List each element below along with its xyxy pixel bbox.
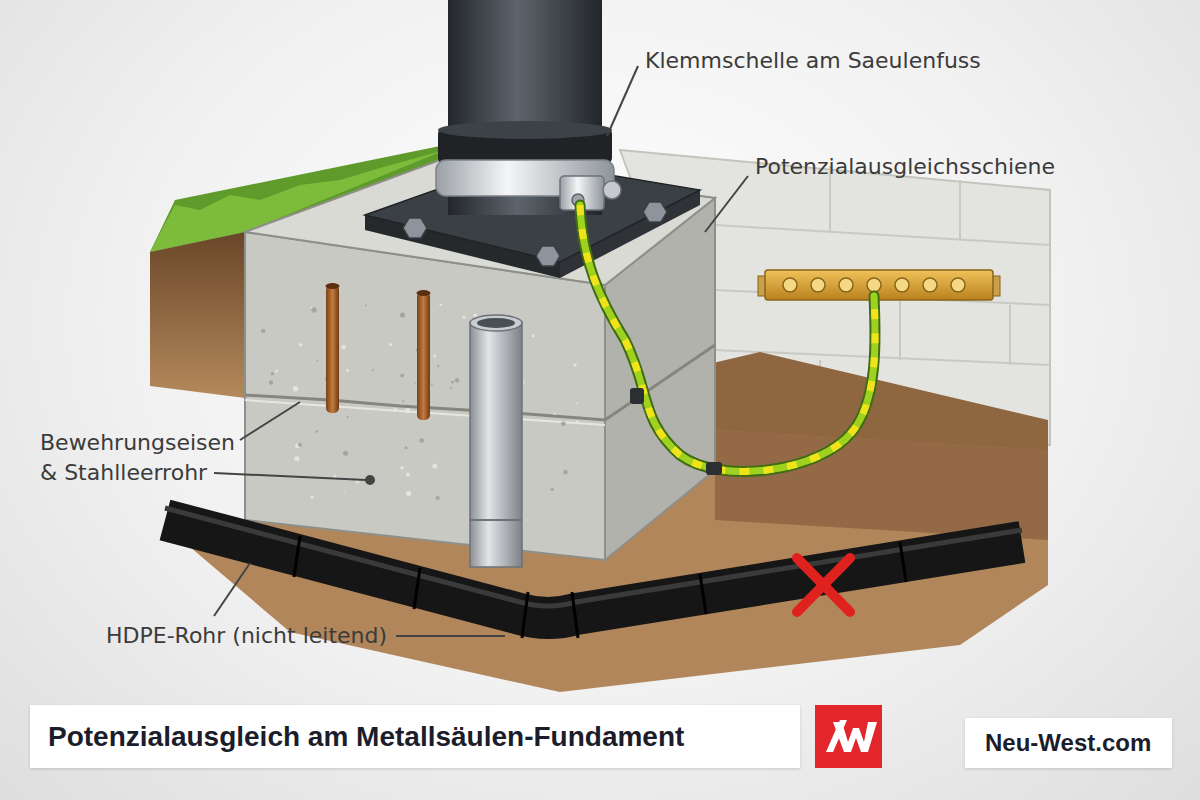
concrete-pore [299, 343, 302, 346]
concrete-pore [439, 303, 442, 306]
hdpe-pipe [165, 508, 1022, 638]
concrete-pore [400, 312, 405, 317]
concrete-pore [450, 387, 452, 389]
brand-logo [815, 705, 882, 768]
concrete-pore [462, 316, 465, 319]
concrete-pore [436, 496, 440, 500]
concrete-pore [563, 470, 568, 475]
concrete-pore [433, 354, 436, 357]
base-plate [365, 160, 700, 278]
rebar-label: Bewehrungseisen & Stahlleerrohr [40, 428, 248, 488]
concrete-pore [561, 421, 566, 426]
concrete-pore [293, 386, 298, 391]
website-text: Neu-West.com [965, 718, 1171, 768]
concrete-pore [365, 305, 367, 307]
title-banner: Potenzialausgleich am Metallsäulen-Funda… [30, 705, 800, 768]
concrete-pore [271, 372, 274, 375]
pipe-label: HDPE-Rohr (nicht leitend) [106, 621, 387, 651]
busbar-label: Potenzialausgleichsschiene [755, 152, 1055, 182]
concrete-pore [298, 443, 302, 447]
concrete-pore [311, 307, 313, 309]
concrete-pore [261, 329, 265, 333]
steel-conduit [470, 315, 522, 567]
concrete-pore [294, 456, 299, 461]
rebar [326, 283, 431, 420]
concrete-pore [551, 488, 554, 491]
concrete-pore [431, 383, 433, 385]
concrete-pore [405, 408, 410, 413]
concrete-pore [269, 380, 273, 384]
concrete-pore [576, 402, 578, 404]
concrete-pore [405, 446, 408, 449]
concrete-pore [414, 382, 416, 384]
concrete-pore [406, 473, 410, 477]
concrete-pore [451, 381, 454, 384]
concrete-pore [400, 466, 403, 469]
concrete-pore [317, 360, 319, 362]
green-yellow-wire [580, 205, 875, 475]
concrete-pore [372, 369, 374, 371]
concrete-pore [275, 370, 278, 373]
concrete-pore [389, 343, 392, 346]
concrete-pore [573, 363, 576, 366]
concrete-pore [343, 451, 348, 456]
title: Potenzialausgleich am Metallsäulen-Funda… [30, 705, 702, 768]
concrete-pore [315, 430, 318, 433]
concrete-pore [321, 404, 324, 407]
concrete-pore [393, 408, 397, 412]
concrete-pore [437, 365, 439, 367]
concrete-pore [310, 495, 313, 498]
concrete-pore [432, 464, 437, 469]
concrete-pore [554, 413, 556, 415]
concrete-pore [406, 491, 411, 496]
concrete-pore [346, 369, 349, 372]
concrete-pore [311, 307, 316, 312]
concrete-pore [532, 334, 535, 337]
concrete-pore [473, 314, 477, 318]
concrete-pore [576, 420, 579, 423]
grass-and-soil [150, 145, 1048, 692]
concrete-pore [341, 345, 346, 350]
website-box: Neu-West.com [965, 718, 1172, 768]
concrete-pore [344, 491, 346, 493]
concrete-pore [523, 381, 525, 383]
concrete-pore [403, 400, 405, 402]
metal-column [436, 0, 621, 215]
concrete-pore [455, 378, 460, 383]
concrete-pore [400, 374, 404, 378]
leader-lines [214, 66, 748, 636]
concrete-pore [419, 438, 424, 443]
concrete-pore [347, 416, 349, 418]
clamp-label: Klemmschelle am Saeulenfuss [645, 46, 981, 76]
red-cross [797, 558, 850, 612]
